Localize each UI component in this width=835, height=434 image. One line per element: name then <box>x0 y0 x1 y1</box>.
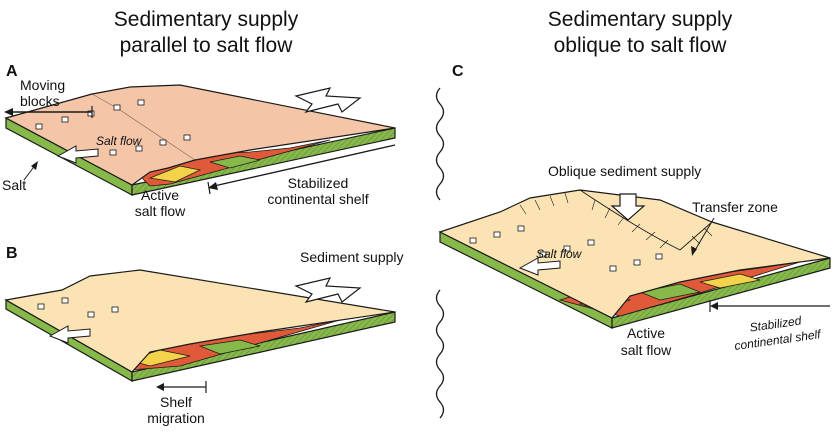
panel-a-stabilized-shelf-line1: Stabilized <box>288 175 349 191</box>
panel-c-top-surface <box>438 189 831 319</box>
wavy-separator-bottom <box>435 289 445 419</box>
panel-a-stabilized-shelf-arrow <box>213 144 396 187</box>
panel-c-active-salt-flow-line2: salt flow <box>621 342 672 358</box>
panel-c-stabilized-shelf-line2: continental shelf <box>734 327 823 353</box>
panel-a-stabilized-shelf-line2: continental shelf <box>267 191 368 207</box>
title-left-line1: Sedimentary supply <box>114 8 299 31</box>
panel-a-salt-flow-arrow <box>56 145 99 164</box>
transfer-zone-line <box>579 189 713 251</box>
panel-c-block <box>438 189 831 329</box>
panel-a-salt-flow-label: Salt flow <box>96 134 143 148</box>
panel-b-sediment-supply-label: Sediment supply <box>300 249 404 265</box>
oblique-supply-arrow <box>610 193 646 221</box>
panel-c-salt-flow-label: Salt flow <box>536 247 583 261</box>
transfer-zone-label: Transfer zone <box>692 199 778 215</box>
panel-a-letter: A <box>6 63 18 80</box>
transfer-zone-leader <box>693 217 715 253</box>
panel-a-block <box>4 84 396 196</box>
shelf-migration-label-line2: migration <box>147 410 205 426</box>
salt-label: Salt <box>2 177 26 193</box>
moving-blocks-label-line1: Moving <box>20 77 65 93</box>
title-right-line2: oblique to salt flow <box>554 34 728 57</box>
panel-b-letter: B <box>6 245 18 262</box>
panel-b-top-surface <box>4 269 396 373</box>
panel-a-active-salt-flow-line1: Active <box>141 187 179 203</box>
moving-blocks-label-line2: blocks <box>20 93 60 109</box>
panel-b-sediment-supply-arrow <box>294 277 362 303</box>
panel-b-block <box>4 269 396 383</box>
panel-a-active-salt-flow-line2: salt flow <box>135 203 186 219</box>
transfer-zone-hachures <box>519 192 713 249</box>
oblique-supply-label: Oblique sediment supply <box>548 163 701 179</box>
panel-a-top-surface <box>4 84 396 186</box>
panel-a-sediment-supply-arrow <box>294 87 362 113</box>
wavy-separator-top <box>435 87 445 201</box>
panel-b-salt-flow-arrow <box>48 325 91 344</box>
title-left-line2: parallel to salt flow <box>120 34 294 57</box>
fault-block <box>35 123 43 130</box>
panel-c-salt-flow-arrow <box>518 257 561 276</box>
panel-c-letter: C <box>452 63 464 80</box>
panel-c-active-salt-flow-line1: Active <box>627 325 665 341</box>
shelf-migration-label-line1: Shelf <box>160 394 192 410</box>
title-right-line1: Sedimentary supply <box>548 8 733 31</box>
